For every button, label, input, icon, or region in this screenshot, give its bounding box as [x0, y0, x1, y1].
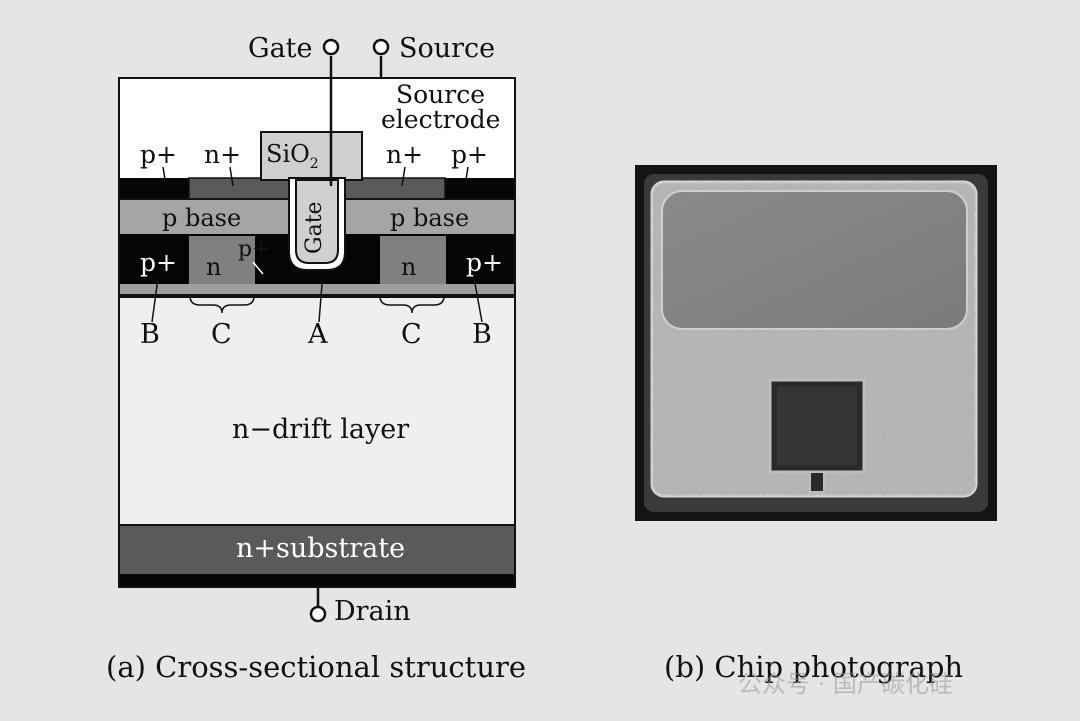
n-plus-label-left: n+ — [204, 140, 242, 169]
source-pad — [661, 190, 968, 330]
brace-c-left — [189, 295, 255, 314]
gate-pad-stem — [809, 471, 825, 493]
watermark: 公众号 · 国产碳化硅 — [738, 670, 953, 698]
p-plus-label-mid-right: p+ — [466, 248, 503, 277]
sio2-block — [260, 131, 363, 181]
marker-b-left: B — [140, 319, 160, 350]
p-base-label-left: p base — [162, 204, 242, 232]
sio2-sub: 2 — [309, 155, 319, 172]
source-electrode-label-line2: electrode — [381, 105, 501, 134]
marker-c-left: C — [211, 319, 232, 350]
gate-trench-inner — [295, 179, 339, 264]
drift-layer-label: n−drift layer — [232, 414, 410, 445]
drain-terminal-label: Drain — [334, 596, 411, 627]
marker-a: A — [308, 319, 328, 350]
source-terminal-label: Source — [399, 33, 496, 64]
caption-left: (a) Cross-sectional structure — [106, 650, 527, 684]
marker-c-right: C — [401, 319, 422, 350]
n-label-left: n — [206, 253, 222, 281]
base-strip — [119, 284, 515, 296]
p-base-right — [345, 198, 515, 236]
source-terminal-icon — [372, 38, 390, 56]
p-plus-label-top-left: p+ — [140, 140, 177, 169]
marker-b-right: B — [472, 319, 492, 350]
p-plus-label-mid-left: p+ — [140, 248, 177, 277]
n-plus-label-right: n+ — [386, 140, 424, 169]
p-plus-top-right — [443, 178, 515, 198]
n-label-right: n — [401, 253, 417, 281]
p-plus-top-left — [119, 178, 191, 198]
marker-b-left-line — [151, 277, 159, 323]
gate-terminal-label: Gate — [248, 33, 313, 64]
p-base-label-right: p base — [390, 204, 470, 232]
caption-right: (b) Chip photograph — [664, 650, 964, 684]
sio2-label: SiO2 — [266, 140, 319, 172]
marker-a-line — [318, 283, 323, 323]
source-electrode-label-line1: Source — [396, 80, 486, 109]
gate-terminal-icon — [322, 38, 340, 56]
marker-b-right-line — [473, 277, 483, 323]
drain-electrode — [119, 575, 515, 587]
brace-c-right — [379, 295, 445, 314]
drain-terminal-icon — [309, 605, 327, 623]
sio2-base: SiO — [266, 140, 310, 168]
p-plus-label-inner: p+ — [238, 237, 271, 262]
p-base-left — [119, 198, 289, 236]
p-plus-label-top-right: p+ — [451, 140, 488, 169]
substrate-region — [118, 524, 516, 576]
substrate-label: n+substrate — [236, 533, 406, 564]
